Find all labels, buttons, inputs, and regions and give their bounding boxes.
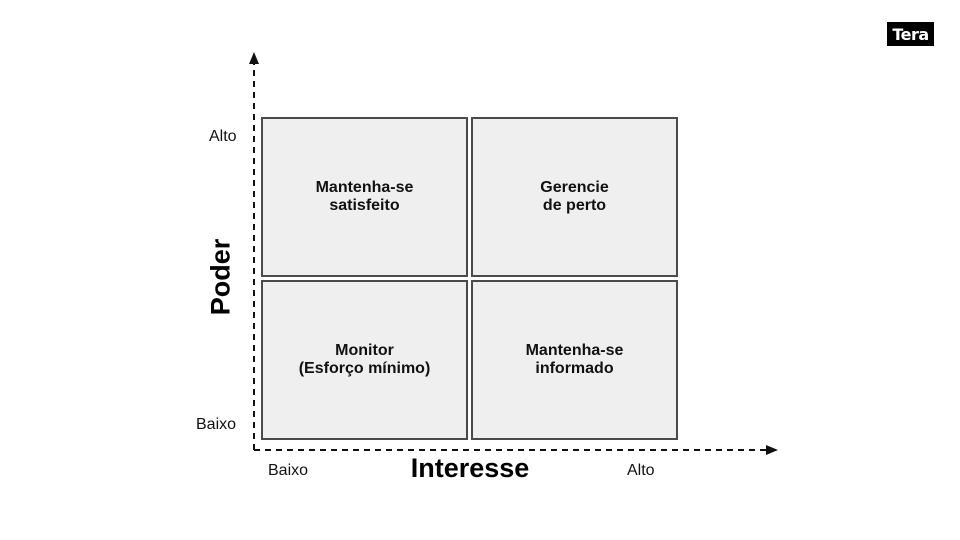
y-tick-high: Alto [209,128,237,145]
tera-logo: Tera [887,22,934,46]
x-axis-title: Interesse [410,453,530,483]
quadrant-bottom-right-label: Mantenha-se informado [525,342,624,377]
quadrant-top-left-label: Mantenha-se satisfeito [315,179,414,214]
x-tick-low: Baixo [268,462,309,479]
quadrant-top-right-label: Gerencie de perto [540,179,609,214]
x-axis-arrow [766,445,778,455]
y-tick-low: Baixo [196,416,237,433]
quadrant-top-left: Mantenha-se satisfeito [261,117,468,277]
y-axis-title: Poder [205,238,236,316]
quadrant-bottom-left-label: Monitor (Esforço mínimo) [298,342,431,377]
quadrant-bottom-right: Mantenha-se informado [471,280,678,440]
x-tick-high: Alto [627,462,655,479]
quadrant-top-right: Gerencie de perto [471,117,678,277]
y-axis-arrow [249,52,259,64]
quadrant-bottom-left: Monitor (Esforço mínimo) [261,280,468,440]
